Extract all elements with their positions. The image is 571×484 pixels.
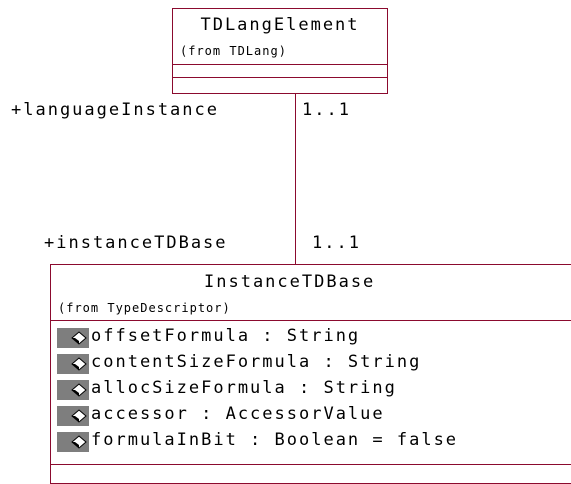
multiplicity-top: 1..1 — [302, 100, 351, 120]
multiplicity-bottom: 1..1 — [312, 233, 361, 253]
class-box-instancetdbase[interactable]: InstanceTDBase (from TypeDescriptor) off… — [50, 264, 571, 484]
attribute-label: formulaInBit : Boolean = false — [91, 430, 459, 450]
class-package: (from TypeDescriptor) — [58, 301, 231, 315]
attribute-label: accessor : AccessorValue — [91, 404, 385, 424]
role-label-instance-tdbase: +instanceTDBase — [44, 233, 228, 253]
compartment-divider — [173, 77, 387, 78]
compartment-divider — [51, 464, 571, 465]
compartment-divider — [173, 64, 387, 65]
attribute-icon — [57, 328, 89, 348]
attribute-icon — [57, 380, 89, 400]
attribute-label: contentSizeFormula : String — [91, 352, 422, 372]
attribute-icon — [57, 406, 89, 426]
compartment-divider — [51, 320, 571, 321]
attribute-icon — [57, 432, 89, 452]
class-name: InstanceTDBase — [204, 272, 376, 292]
attribute-label: allocSizeFormula : String — [91, 378, 397, 398]
attribute-icon — [57, 354, 89, 374]
attribute-label: offsetFormula : String — [91, 326, 361, 346]
class-name: TDLangElement — [200, 15, 360, 35]
association-line[interactable] — [295, 94, 296, 264]
role-label-language-instance: +languageInstance — [11, 100, 219, 120]
class-box-tdlangelement[interactable]: TDLangElement (from TDLang) — [172, 8, 388, 94]
class-package: (from TDLang) — [180, 44, 287, 58]
